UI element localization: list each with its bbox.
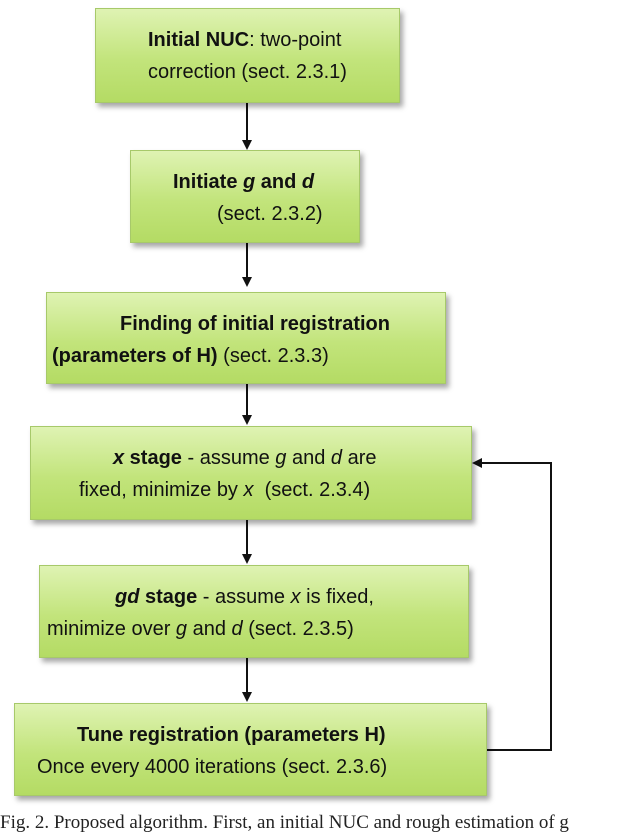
node-gd-stage-line2: minimize over g and d (sect. 2.3.5) <box>47 618 354 640</box>
node-x-stage-line2: fixed, minimize by x (sect. 2.3.4) <box>79 479 371 501</box>
node-initial-nuc-line1: Initial NUC: two-point <box>148 29 342 51</box>
node-initiate-g-d-line2: (sect. 2.3.2) <box>217 203 323 225</box>
node-x-stage: x stage - assume g and d are fixed, mini… <box>30 426 472 520</box>
node-x-stage-line1: x stage - assume g and d are <box>113 447 377 469</box>
node-initiate-g-d: Initiate g and d (sect. 2.3.2) <box>130 150 360 243</box>
node-initial-registration: Finding of initial registration (paramet… <box>46 292 446 384</box>
node-initiate-g-d-line1: Initiate g and d <box>173 171 315 193</box>
arrow-loop-back <box>472 458 552 751</box>
node-gd-stage-line1: gd stage - assume x is fixed, <box>115 586 374 608</box>
node-initial-registration-line2: (parameters of H) (sect. 2.3.3) <box>52 345 329 367</box>
node-gd-stage: gd stage - assume x is fixed, minimize o… <box>39 565 469 658</box>
node-tune-registration: Tune registration (parameters H) Once ev… <box>14 703 487 796</box>
node-tune-registration-line1: Tune registration (parameters H) <box>77 724 386 746</box>
node-initial-nuc: Initial NUC: two-point correction (sect.… <box>95 8 400 103</box>
node-initial-registration-line1: Finding of initial registration <box>120 313 390 335</box>
node-tune-registration-line2: Once every 4000 iterations (sect. 2.3.6) <box>37 756 388 778</box>
node-initial-nuc-line2: correction (sect. 2.3.1) <box>148 61 347 83</box>
figure-caption: Fig. 2. Proposed algorithm. First, an in… <box>0 812 569 833</box>
